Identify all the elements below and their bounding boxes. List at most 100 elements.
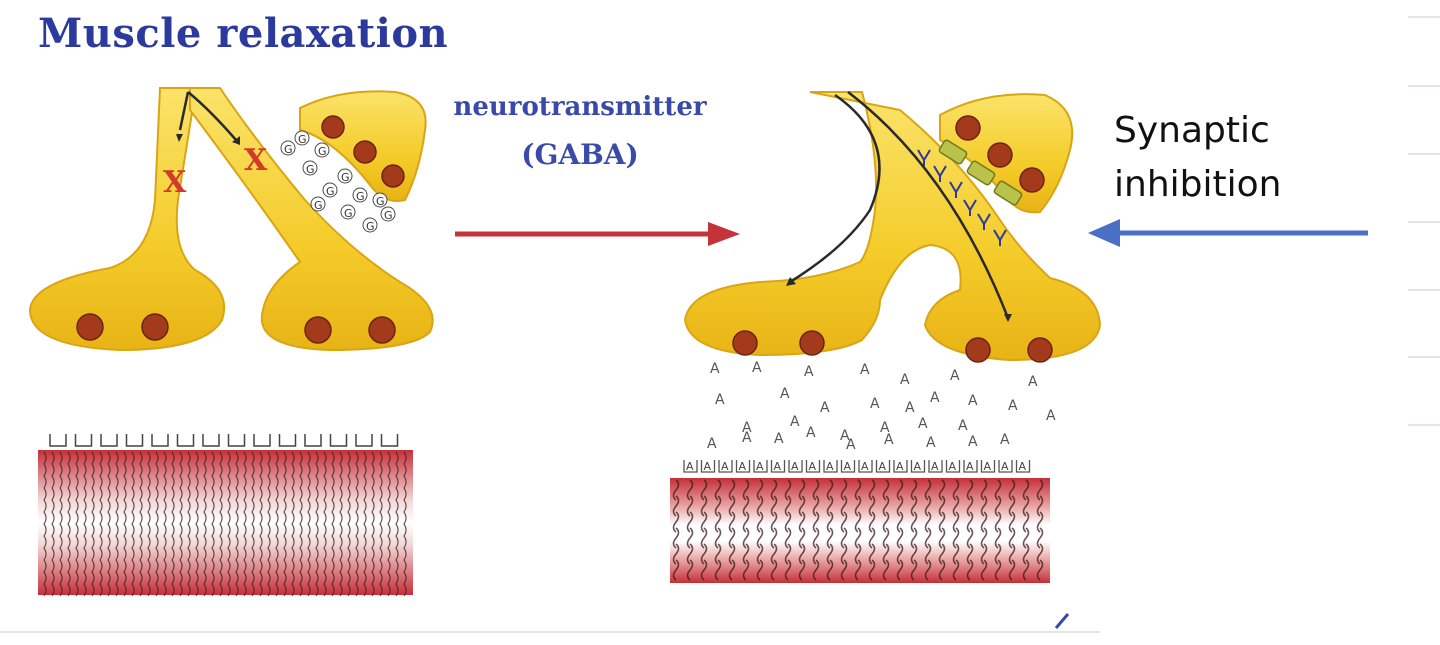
diagram-title: Muscle relaxation [38, 10, 449, 57]
right-striation [784, 559, 792, 581]
left-striation [51, 451, 55, 597]
right-striation [854, 559, 862, 581]
bound-transmitter: A [826, 460, 834, 473]
right-striation [686, 495, 694, 517]
bound-transmitter: A [844, 460, 852, 473]
gaba-molecule-label: G [376, 195, 385, 208]
right-striation [938, 527, 946, 549]
right-striation [826, 543, 834, 565]
right-striation [770, 527, 778, 549]
right-striation [756, 527, 764, 549]
gaba-molecule-label: G [306, 163, 315, 176]
right-striation [742, 559, 750, 581]
right-impulse-arrowhead-b [1004, 314, 1012, 322]
bound-transmitter: A [931, 460, 939, 473]
right-striation [910, 527, 918, 549]
left-muscle-striations [43, 451, 407, 597]
right-striation [700, 479, 708, 501]
right-striation [784, 543, 792, 565]
right-striation [672, 495, 680, 517]
right-striation [896, 527, 904, 549]
gaba-molecule-label: G [384, 209, 393, 222]
left-impulse-arrowhead-b [232, 136, 240, 145]
bound-transmitter: A [984, 460, 992, 473]
right-striation [686, 543, 694, 565]
transmitter-molecule: A [715, 392, 725, 408]
right-striation [798, 543, 806, 565]
right-striation [798, 511, 806, 533]
right-striation [924, 495, 932, 517]
right-striation [980, 511, 988, 533]
left-striation [91, 451, 95, 597]
right-striation [868, 495, 876, 517]
right-striation [840, 527, 848, 549]
right-striation [938, 511, 946, 533]
receptor-cup [858, 460, 873, 473]
left-striation [403, 451, 407, 597]
receptor-cup [945, 460, 961, 473]
left-striation [331, 451, 335, 597]
right-striation [728, 559, 736, 581]
blocked-marker-1: X [163, 165, 187, 200]
right-striation [882, 511, 890, 533]
right-striation [1008, 543, 1016, 565]
bound-transmitter: A [704, 460, 712, 473]
right-striation [994, 479, 1002, 501]
gaba-molecule-label: G [326, 185, 335, 198]
left-striation [179, 451, 183, 597]
right-striation [1036, 511, 1044, 533]
left-striation [363, 451, 367, 597]
right-striation [812, 495, 820, 517]
right-striation [924, 559, 932, 581]
left-striation [259, 451, 263, 597]
right-striation [756, 511, 764, 533]
right-striation [672, 479, 680, 501]
bound-transmitter: A [721, 460, 729, 473]
receptor-cup [910, 460, 926, 473]
right-striation [714, 511, 722, 533]
right-striation [980, 559, 988, 581]
right-striation [672, 543, 680, 565]
left-striation [387, 451, 391, 597]
transmitter-molecule: A [707, 436, 717, 452]
right-striation [770, 511, 778, 533]
right-striation [826, 495, 834, 517]
left-muscle-receptors [49, 434, 399, 447]
left-striation [187, 451, 191, 597]
gaba-molecule-label: G [318, 145, 327, 158]
right-striation [994, 543, 1002, 565]
arrow-label-gaba: (GABA) [521, 138, 639, 171]
receptor-cup [823, 460, 838, 473]
right-striation [826, 559, 834, 581]
right-striation [980, 527, 988, 549]
receptor-cup [840, 460, 856, 473]
right-striation [672, 527, 680, 549]
right-striation [1022, 479, 1030, 501]
transmitter-molecule: A [742, 420, 752, 436]
right-striation [924, 527, 932, 549]
right-striation [1022, 543, 1030, 565]
left-striation [243, 451, 247, 597]
right-striation [854, 511, 862, 533]
right-striation [868, 527, 876, 549]
transmitter-molecule: A [884, 432, 894, 448]
right-striation [742, 479, 750, 501]
right-striation [742, 495, 750, 517]
right-impulse-arrowhead-a [786, 277, 796, 286]
receptor-cup [998, 460, 1013, 473]
left-striation [171, 451, 175, 597]
gaba-molecule-label: G [341, 171, 350, 184]
right-striation [882, 495, 890, 517]
right-striation [1008, 527, 1016, 549]
right-striation [1022, 511, 1030, 533]
muscle-receptor-cup [278, 434, 297, 447]
left-striation [123, 451, 127, 597]
transmitter-molecule: A [846, 437, 856, 453]
right-striation [952, 543, 960, 565]
right-striation [1036, 543, 1044, 565]
receptor-cup [893, 460, 908, 473]
left-striation [99, 451, 103, 597]
left-striation [395, 451, 399, 597]
right-striation [882, 543, 890, 565]
